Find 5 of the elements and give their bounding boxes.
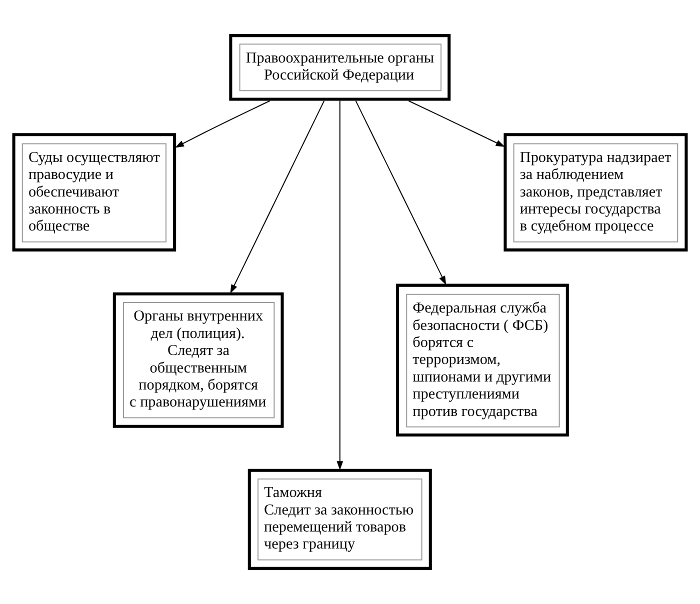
- arrow: [355, 100, 446, 286]
- arrow: [336, 100, 344, 470]
- arrow: [174, 100, 270, 148]
- arrow: [408, 100, 505, 147]
- arrow: [230, 100, 325, 294]
